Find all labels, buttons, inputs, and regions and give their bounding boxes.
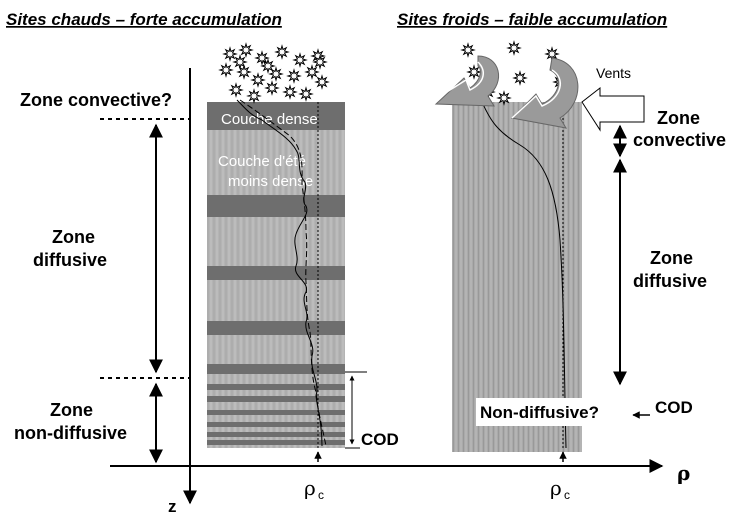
snowflake-icon <box>274 44 290 60</box>
dense-firn-band <box>207 410 345 415</box>
zone-nondiffusive-cold: Non-diffusive? <box>480 403 599 422</box>
snowflake-icon <box>260 58 276 74</box>
wind-arrows <box>433 55 645 132</box>
dense-firn-band <box>207 440 345 445</box>
title-warm-sites: Sites chauds – forte accumulation <box>6 10 282 29</box>
zone-diffusive-cold-1: Zone <box>650 248 693 268</box>
snowflake-icon <box>250 72 266 88</box>
warm-firn-column: Couche dense Couche d'été moins dense <box>207 99 345 462</box>
snowflake-icon <box>544 46 560 62</box>
snowflake-icon <box>496 90 512 106</box>
dense-firn-band <box>207 432 345 437</box>
summer-layer-label-2: moins dense <box>228 173 313 190</box>
snowflake-icon <box>512 70 528 86</box>
snowflake-icon <box>460 42 476 58</box>
dense-firn-band <box>207 321 345 335</box>
zone-nondiffusive-warm-1: Zone <box>50 400 93 420</box>
zone-diffusive-warm-1: Zone <box>52 227 95 247</box>
snowflake-icon <box>312 54 328 70</box>
snowflake-icon <box>298 86 314 102</box>
nondiffusive-label-box <box>476 398 630 426</box>
zone-convective-warm: Zone convective? <box>20 90 172 110</box>
rho-axis-label: ρ <box>677 461 690 485</box>
snowflake-icon <box>506 40 522 56</box>
wind-arrow-left <box>434 55 499 107</box>
snowflake-icon <box>466 64 482 80</box>
summer-layer-label-1: Couche d'été <box>218 153 306 170</box>
snowflake-icon <box>236 64 252 80</box>
cold-firn-column <box>452 101 582 462</box>
snowflake-icon <box>264 80 280 96</box>
wind-arrow-right <box>510 57 579 129</box>
snowflake-icon <box>314 74 330 90</box>
snowfall-cold <box>460 40 568 106</box>
rho-c-label-warm: ρ <box>304 476 316 500</box>
dense-firn-band <box>207 422 345 427</box>
density-profile-cold <box>481 101 567 449</box>
rho-c-subscript-cold: c <box>564 488 570 502</box>
zone-diffusive-warm-2: diffusive <box>33 250 107 270</box>
snowflake-icon <box>232 54 248 70</box>
dense-firn-band <box>207 364 345 374</box>
title-cold-sites: Sites froids – faible accumulation <box>397 10 667 29</box>
snowflake-icon <box>222 46 238 62</box>
firn-dense-layers <box>207 102 345 445</box>
zone-convective-cold-2: convective <box>633 130 726 150</box>
snowflake-icon <box>254 50 270 66</box>
z-axis-label: z <box>168 497 177 516</box>
zone-convective-cold-1: Zone <box>657 108 700 128</box>
winds-label: Vents <box>596 65 631 81</box>
rho-c-subscript-warm: c <box>318 488 324 502</box>
dense-firn-band <box>207 195 345 217</box>
cod-bracket-warm <box>345 371 367 449</box>
wind-arrow-horizontal <box>581 86 645 132</box>
snowflake-icon <box>292 52 308 68</box>
zone-diffusive-cold-2: diffusive <box>633 271 707 291</box>
snowflake-icon <box>246 88 262 104</box>
snowflake-icon <box>286 68 302 84</box>
snowflake-icon <box>304 64 320 80</box>
snowflake-icon <box>238 42 254 58</box>
cod-label-warm: COD <box>361 430 399 449</box>
dense-firn-band <box>207 396 345 402</box>
dense-firn-band <box>207 102 345 130</box>
snowflake-icon <box>282 84 298 100</box>
snowfall-warm <box>218 42 330 104</box>
snowflake-icon <box>228 82 244 98</box>
density-profile-warm-smoothed <box>239 99 327 447</box>
rho-c-label-cold: ρ <box>550 476 562 500</box>
dense-firn-band <box>207 384 345 390</box>
snowflake-icon <box>218 62 234 78</box>
zone-nondiffusive-warm-2: non-diffusive <box>14 423 127 443</box>
cod-label-cold: COD <box>655 398 693 417</box>
dense-firn-band <box>207 266 345 280</box>
dense-layer-label: Couche dense <box>221 111 318 128</box>
